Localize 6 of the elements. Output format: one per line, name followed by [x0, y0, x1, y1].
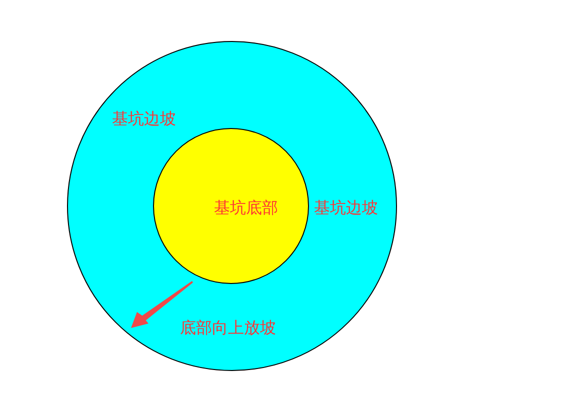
region-label: 基坑底部: [214, 199, 278, 216]
inner-circle: [153, 128, 309, 284]
region-label: 基坑边坡: [314, 199, 378, 216]
region-label: 基坑边坡: [112, 110, 176, 127]
region-label: 底部向上放坡: [180, 319, 276, 336]
outer-circle: [67, 41, 397, 371]
